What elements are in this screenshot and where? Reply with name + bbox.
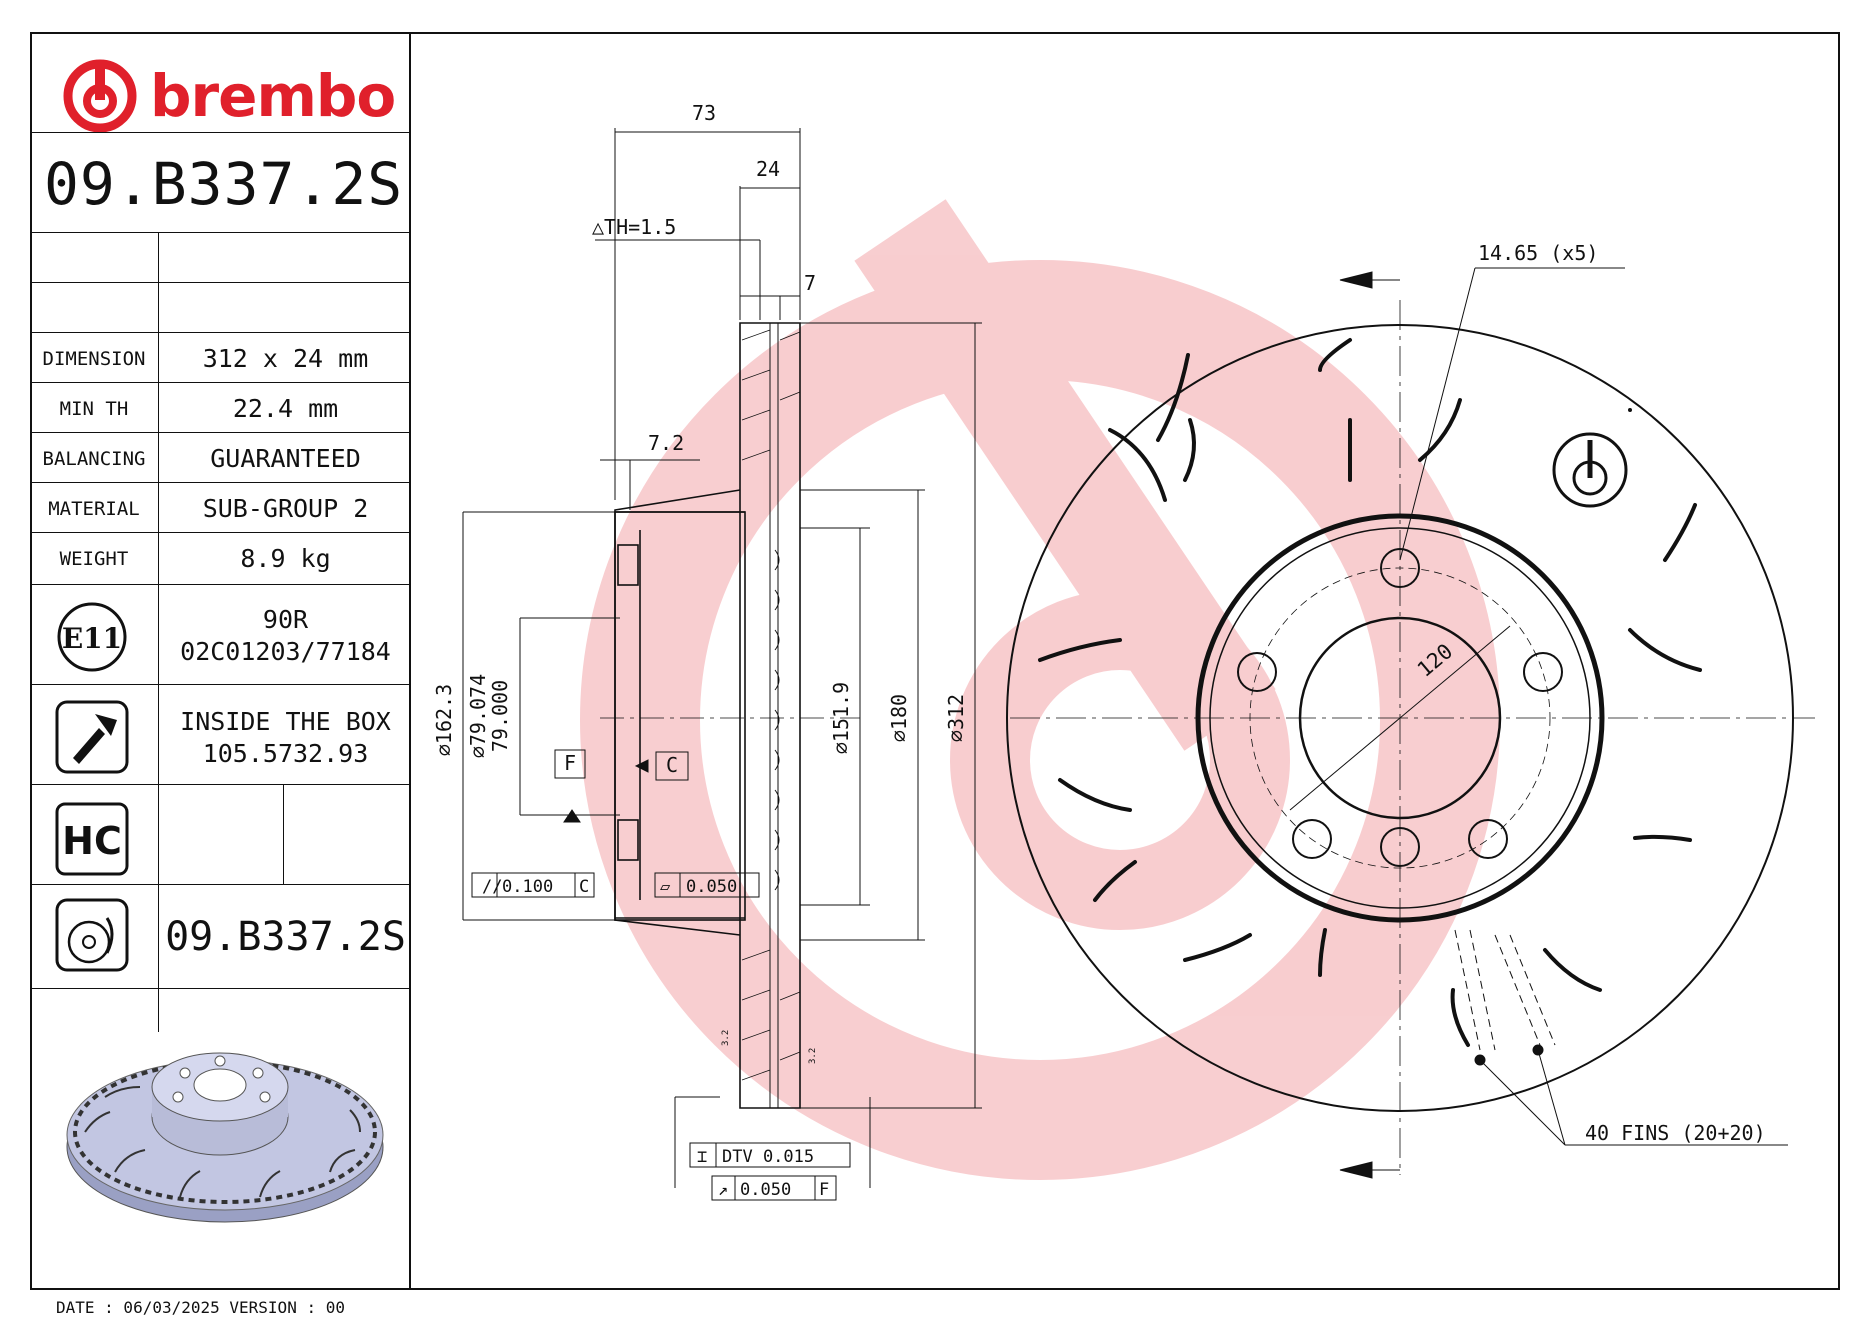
info-panel: brembo 09.B337.2S DIMENSION 312 x 24 mm … xyxy=(30,32,411,1290)
spec-value-min-th: 22.4 mm xyxy=(232,394,339,423)
fins-label: 40 FINS (20+20) xyxy=(1585,1121,1766,1145)
spec-value-material: SUB-GROUP 2 xyxy=(202,494,369,523)
brembo-logo: brembo xyxy=(60,46,396,146)
dim-73: 73 xyxy=(692,101,716,125)
box-line-1: INSIDE THE BOX xyxy=(180,707,391,736)
spec-value-weight: 8.9 kg xyxy=(240,544,331,573)
approval-line-1: 90R xyxy=(262,605,309,634)
svg-text://: // xyxy=(482,877,502,897)
datum-f: F xyxy=(564,751,576,775)
dim-7-2: 7.2 xyxy=(648,431,684,455)
tol-runout: 0.050 xyxy=(740,1180,791,1200)
box-line-2: 105.5732.93 xyxy=(202,739,369,768)
tol-parallel-ref: C xyxy=(579,877,589,897)
tol-runout-ref: F xyxy=(819,1180,829,1200)
front-view xyxy=(1006,267,1815,1179)
e11-badge: E11 xyxy=(55,600,129,678)
svg-text:▱: ▱ xyxy=(660,877,671,897)
dim-79a: ⌀79.074 xyxy=(466,674,490,758)
drawing-frame xyxy=(30,32,1840,1290)
dim-24: 24 xyxy=(756,157,780,181)
dim-79b: 79.000 xyxy=(488,680,512,752)
tol-dtv: DTV 0.015 xyxy=(722,1147,814,1167)
disc-3d-illustration xyxy=(66,1052,384,1223)
holes-label: 14.65 (x5) xyxy=(1478,241,1598,265)
spec-label-dimension: DIMENSION xyxy=(42,348,146,370)
roughness-2: 3.2 xyxy=(808,1048,818,1064)
svg-text:HC: HC xyxy=(62,819,122,863)
brembo-logo-icon xyxy=(63,59,137,133)
dim-312: ⌀312 xyxy=(944,694,968,742)
brand-name: brembo xyxy=(150,62,396,130)
spec-label-min-th: MIN TH xyxy=(59,398,129,420)
spec-value-balancing: GUARANTEED xyxy=(210,444,361,473)
svg-text:⌶: ⌶ xyxy=(697,1147,707,1167)
roughness-1: 3.2 xyxy=(721,1030,731,1046)
spec-label-weight: WEIGHT xyxy=(59,548,129,570)
dim-151: ⌀151.9 xyxy=(829,682,853,754)
footer-date-version: DATE : 06/03/2025 VERSION : 00 xyxy=(56,1298,345,1317)
dim-162: ⌀162.3 xyxy=(432,684,456,756)
dimension-labels: 73 24 △TH=1.5 7 7.2 ⌀162.3 ⌀79.074 79.00… xyxy=(432,101,968,1200)
dim-th: △TH=1.5 xyxy=(592,215,676,239)
dim-180: ⌀180 xyxy=(887,694,911,742)
hc-badge: HC xyxy=(55,802,129,880)
disc-slot-icon xyxy=(55,898,129,976)
spec-value-dimension: 312 x 24 mm xyxy=(202,344,369,373)
bottom-part-number: 09.B337.2S xyxy=(165,914,406,960)
svg-text:↗: ↗ xyxy=(718,1180,728,1200)
tol-parallel: 0.100 xyxy=(502,877,553,897)
part-number: 09.B337.2S xyxy=(44,150,404,218)
dimension-lines xyxy=(462,128,982,1201)
screw-icon xyxy=(55,700,129,778)
tol-flatness: 0.050 xyxy=(686,877,737,897)
datum-c: C xyxy=(666,753,678,777)
spec-label-material: MATERIAL xyxy=(48,498,140,520)
approval-line-2: 02C01203/77184 xyxy=(180,637,391,666)
dim-7: 7 xyxy=(804,271,816,295)
svg-text:E11: E11 xyxy=(62,622,122,655)
spec-label-balancing: BALANCING xyxy=(42,448,146,470)
section-view xyxy=(600,322,860,1109)
